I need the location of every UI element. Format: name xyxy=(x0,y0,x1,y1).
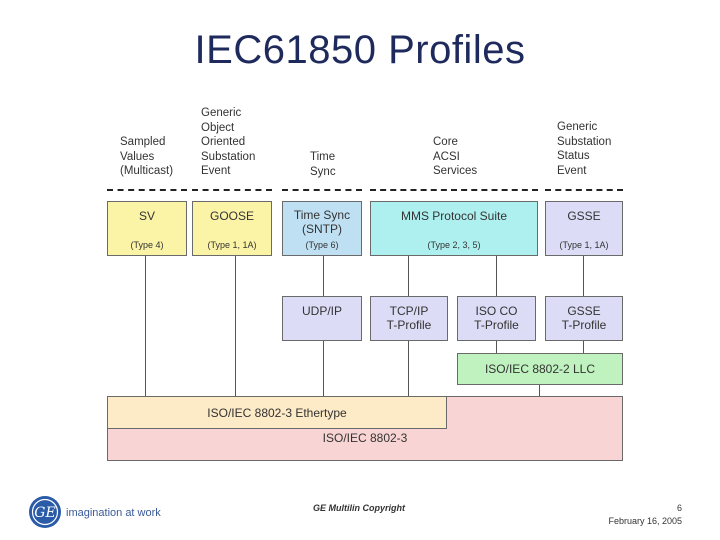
box-goose-type: (Type 1, 1A) xyxy=(207,240,257,250)
box-gsse-type: (Type 1, 1A) xyxy=(559,240,609,250)
box-time-sync: Time Sync (SNTP) (Type 6) xyxy=(282,201,362,256)
box-udp-ip: UDP/IP xyxy=(282,296,362,341)
header-core-acsi: Core ACSI Services xyxy=(433,136,478,177)
box-mms-type: (Type 2, 3, 5) xyxy=(427,240,481,250)
box-sv-label: SV xyxy=(138,209,155,223)
box-tcp-ip-label: TCP/IP T-Profile xyxy=(386,304,432,332)
ge-logo-icon: GE xyxy=(29,496,61,528)
box-llc-label: ISO/IEC 8802-2 LLC xyxy=(484,362,596,376)
connector-line xyxy=(235,256,236,396)
connector-line xyxy=(323,341,324,396)
box-llc: ISO/IEC 8802-2 LLC xyxy=(457,353,623,385)
box-gsse-label: GSSE xyxy=(567,209,601,223)
box-goose-label: GOOSE xyxy=(209,209,254,223)
dashed-separator xyxy=(192,189,272,191)
layer-iec8802-3-label: ISO/IEC 8802-3 xyxy=(322,431,408,445)
box-time-sync-label: Time Sync (SNTP) xyxy=(293,208,351,236)
box-goose: GOOSE (Type 1, 1A) xyxy=(192,201,272,256)
box-iso-co-label: ISO CO T-Profile xyxy=(474,304,519,332)
header-sampled-values: Sampled Values (Multicast) xyxy=(120,136,174,177)
connector-line xyxy=(583,256,584,296)
connector-line xyxy=(145,256,146,396)
date-text: February 16, 2005 xyxy=(608,516,682,526)
box-sv: SV (Type 4) xyxy=(107,201,187,256)
ge-tagline: imagination at work xyxy=(66,507,161,519)
connector-line xyxy=(583,341,584,353)
box-udp-ip-label: UDP/IP xyxy=(301,304,342,318)
box-time-sync-type: (Type 6) xyxy=(305,240,339,250)
page-title: IEC61850 Profiles xyxy=(194,28,526,72)
connector-line xyxy=(539,385,540,396)
dashed-separator xyxy=(107,189,187,191)
dashed-separator xyxy=(545,189,623,191)
box-gsse-t-profile-label: GSSE T-Profile xyxy=(561,304,607,332)
connector-line xyxy=(408,341,409,396)
box-gsse-t-profile: GSSE T-Profile xyxy=(545,296,623,341)
copyright-text: GE Multilin Copyright xyxy=(313,503,405,513)
box-mms-label: MMS Protocol Suite xyxy=(400,209,508,223)
connector-line xyxy=(496,256,497,296)
svg-text:GE: GE xyxy=(34,505,55,521)
header-goose: Generic Object Oriented Substation Event xyxy=(201,107,256,177)
dashed-separator xyxy=(370,189,538,191)
connector-line xyxy=(323,256,324,296)
box-sv-type: (Type 4) xyxy=(130,240,164,250)
box-gsse: GSSE (Type 1, 1A) xyxy=(545,201,623,256)
box-tcp-ip: TCP/IP T-Profile xyxy=(370,296,448,341)
box-mms: MMS Protocol Suite (Type 2, 3, 5) xyxy=(370,201,538,256)
page-number: 6 xyxy=(676,503,682,513)
dashed-separator xyxy=(282,189,362,191)
layer-ethertype: ISO/IEC 8802-3 Ethertype xyxy=(107,396,447,429)
box-iso-co: ISO CO T-Profile xyxy=(457,296,536,341)
connector-line xyxy=(408,256,409,296)
connector-line xyxy=(496,341,497,353)
header-time-sync: Time Sync xyxy=(310,151,336,178)
layer-ethertype-label: ISO/IEC 8802-3 Ethertype xyxy=(207,406,347,420)
header-gsse: Generic Substation Status Event xyxy=(557,121,612,177)
